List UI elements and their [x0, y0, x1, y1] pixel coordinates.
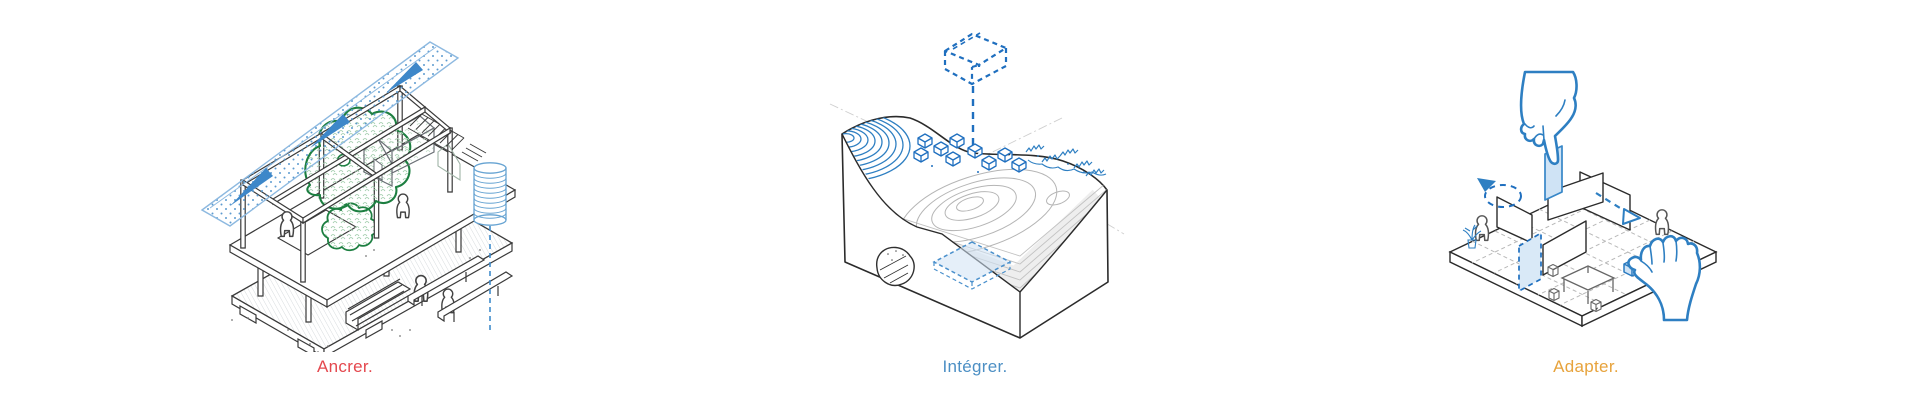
- integrer-illustration: [829, 32, 1125, 339]
- floating-dashed-volume: [943, 32, 1008, 86]
- integrer-label: Intégrer.: [942, 357, 1008, 376]
- benches: [345, 255, 514, 332]
- stipple-dots: [231, 249, 481, 352]
- wall-panel: [1547, 172, 1604, 221]
- canopy-strut: [310, 114, 350, 148]
- terrain-block: [841, 115, 1109, 339]
- ancrer-label: Ancrer.: [317, 357, 373, 376]
- hatched-boulder: [875, 246, 915, 286]
- canopy-strut: [386, 62, 423, 93]
- adapter-illustration: [1448, 70, 1718, 328]
- canopy-strut: [230, 168, 273, 206]
- rotation-arrowhead: [1477, 178, 1496, 192]
- rotation-arrow: [1477, 178, 1522, 208]
- courtyard-tree: [321, 202, 379, 252]
- movable-wall-panels: [1496, 145, 1631, 292]
- adapter-label: Adapter.: [1553, 357, 1619, 376]
- ancrer-illustration: [200, 41, 517, 352]
- village-blocks: [913, 133, 1027, 173]
- pointing-hand-icon: [1519, 70, 1578, 166]
- table-and-stools: [1547, 263, 1616, 313]
- move-arrow: [1595, 192, 1641, 225]
- pine-scribble-trees: [1025, 144, 1107, 177]
- wall-panel: [1542, 220, 1587, 276]
- solar-canopy: [200, 41, 460, 227]
- dashed-blue-panel: [1518, 232, 1542, 292]
- water-tank-cylinder: [473, 162, 507, 332]
- dashed-building-footprint: [932, 241, 1012, 290]
- potted-plant: [1462, 224, 1482, 249]
- pinching-hand-icon: [1627, 234, 1702, 322]
